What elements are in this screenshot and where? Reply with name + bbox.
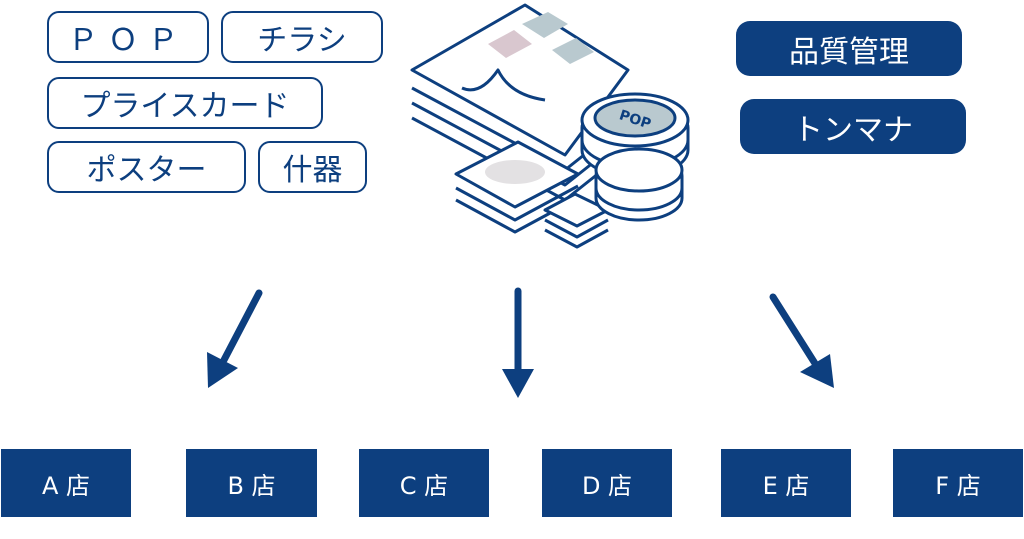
tag-poster: ポスター: [47, 141, 246, 193]
store-b: B 店: [186, 449, 317, 517]
tag-tone-and-manner: トンマナ: [740, 99, 966, 154]
tag-flyer: チラシ: [221, 11, 383, 63]
store-e: E 店: [721, 449, 851, 517]
store-f: F 店: [893, 449, 1023, 517]
tag-quality-control: 品質管理: [736, 21, 962, 76]
store-c: C 店: [359, 449, 489, 517]
store-d: D 店: [542, 449, 672, 517]
arrow-left: [220, 289, 263, 364]
tag-fixture: 什器: [258, 141, 367, 193]
arrows: [207, 287, 834, 398]
tag-price-card: プライスカード: [47, 77, 323, 129]
store-a: A 店: [1, 449, 131, 517]
tag-pop: ＰＯＰ: [47, 11, 209, 63]
arrow-right: [769, 293, 820, 369]
